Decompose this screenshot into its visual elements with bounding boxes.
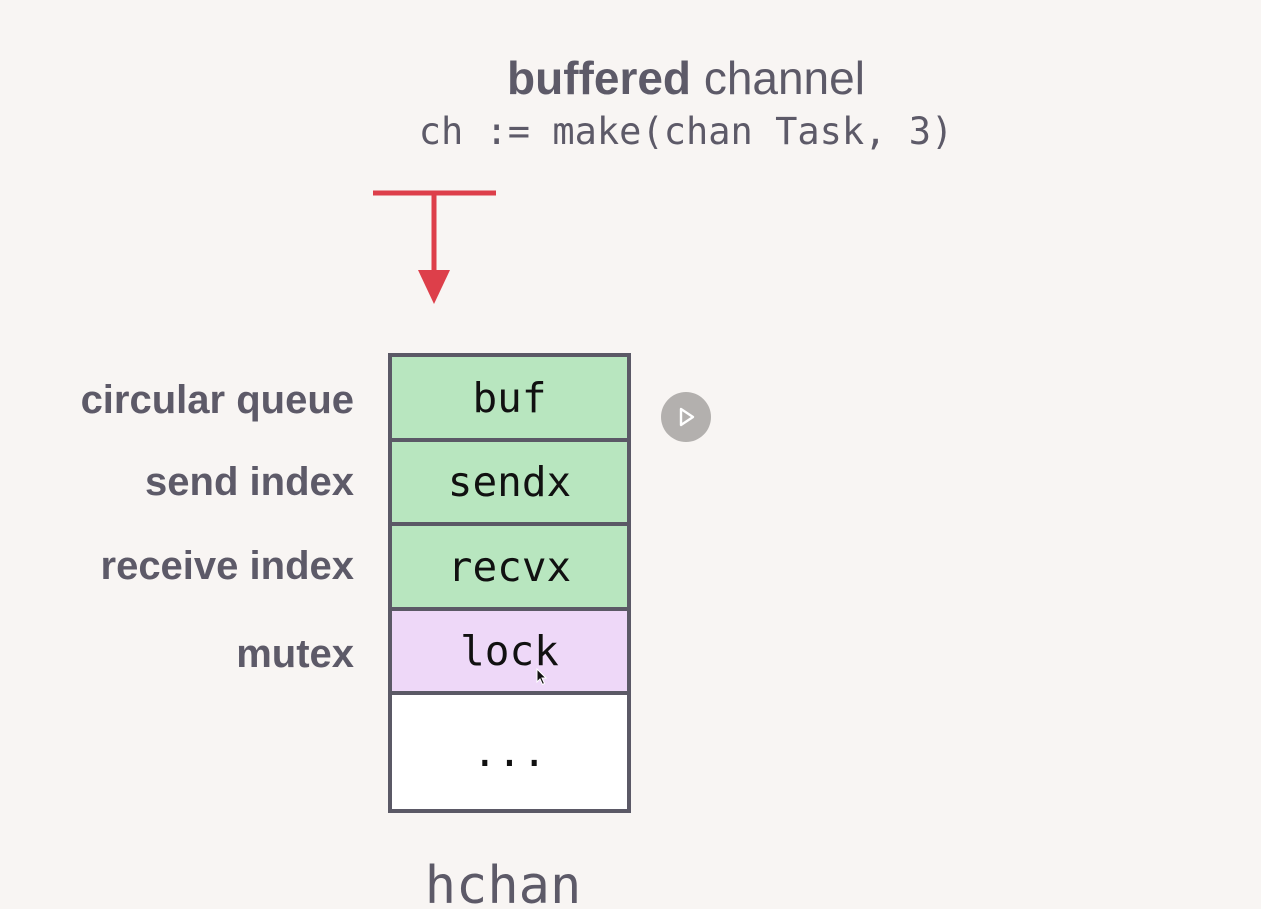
field-ellipsis: ... [392, 695, 627, 809]
field-recvx: recvx [392, 526, 627, 607]
mouse-cursor-icon [536, 668, 548, 686]
field-label-send-index: send index [145, 460, 354, 504]
field-sendx-value: sendx [447, 458, 572, 506]
field-label-mutex: mutex [236, 632, 354, 676]
play-icon [679, 407, 695, 427]
field-divider [392, 522, 627, 526]
field-label-circular-queue: circular queue [80, 378, 354, 422]
title-light: channel [703, 52, 865, 104]
field-divider [392, 607, 627, 611]
field-lock-value: lock [460, 627, 559, 675]
code-snippet: ch := make(chan Task, 3) [418, 110, 954, 153]
field-buf: buf [392, 357, 627, 438]
title-bold: buffered [507, 52, 692, 104]
field-divider [392, 691, 627, 695]
hchan-struct: buf sendx recvx lock ... [388, 353, 631, 813]
field-sendx: sendx [392, 442, 627, 522]
diagram-title: buffered channel [0, 50, 1261, 106]
struct-name-label: hchan [424, 856, 582, 909]
field-buf-value: buf [472, 373, 547, 422]
field-divider [392, 438, 627, 442]
field-ellipsis-value: ... [472, 728, 547, 776]
field-label-receive-index: receive index [100, 544, 355, 588]
arrow-head [418, 270, 450, 304]
field-lock: lock [392, 611, 627, 691]
field-recvx-value: recvx [447, 542, 572, 591]
play-button[interactable] [661, 392, 711, 442]
